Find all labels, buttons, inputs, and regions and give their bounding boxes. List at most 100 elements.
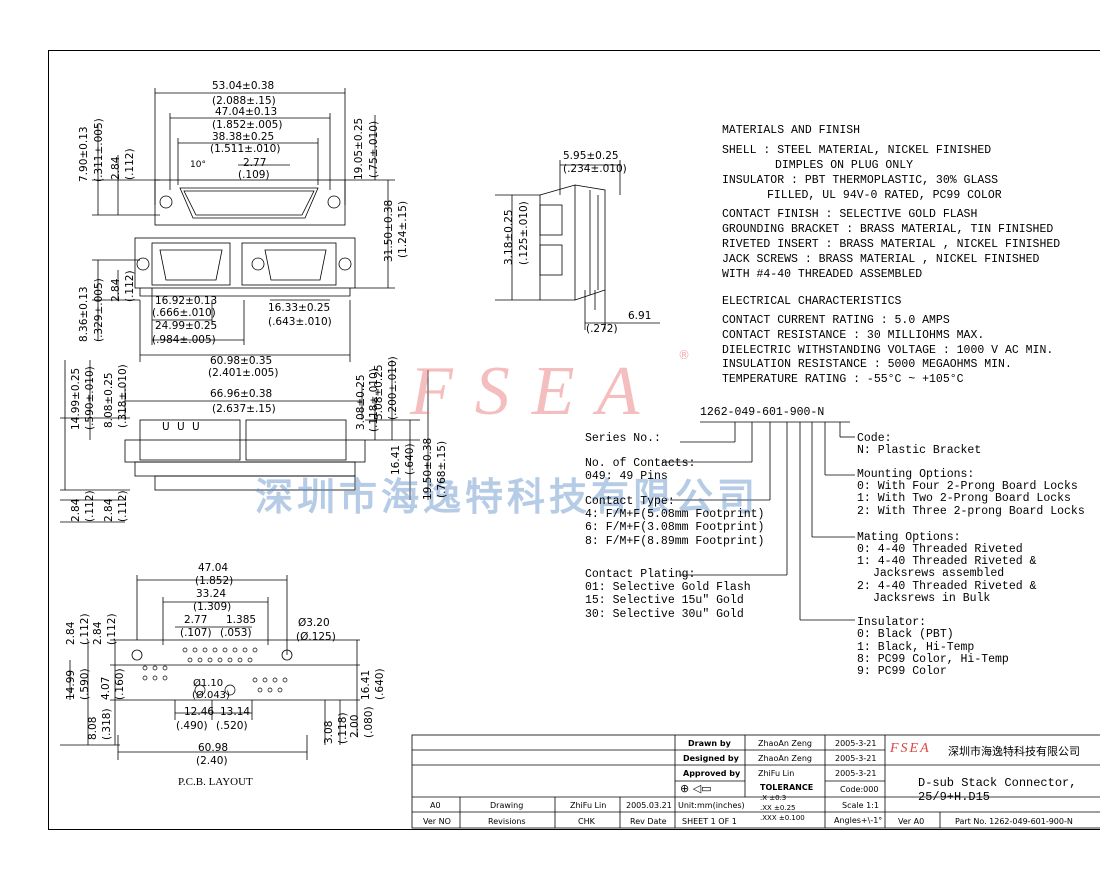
- dim-bottom-d1-in: (2.637±.15): [212, 403, 276, 415]
- tb-ver: Ver A0: [898, 817, 925, 826]
- dim-pcb-v5: 8.08: [87, 716, 99, 740]
- dim-front-v6-in: (.112): [124, 270, 136, 302]
- dim-bottom-v6-in: (.768±.15): [436, 440, 448, 498]
- watermark-registered-mark: ®: [678, 348, 690, 362]
- dim-bottom-v1-in: (.590±.010): [84, 366, 96, 430]
- tb-approved-date: 2005-3-21: [835, 769, 877, 778]
- part-code-contacts-option: 049: 49 Pins: [585, 470, 668, 483]
- dim-bottom-v8: 2.84: [103, 498, 115, 522]
- materials-line: FILLED, UL 94V-0 RATED, PC99 COLOR: [767, 189, 1002, 202]
- dim-side-d1-in: (.234±.010): [563, 163, 627, 175]
- dim-side-d2-in: (.272): [586, 323, 618, 335]
- tb-drawn-name: ZhaoAn Zeng: [758, 739, 812, 748]
- dim-pcb-d2-in: (1.309): [193, 601, 232, 613]
- part-code-mating-option: 1: 4-40 Threaded Riveted &: [857, 555, 1037, 568]
- dim-bottom-v7-in: (.112): [84, 490, 96, 522]
- tb-designed-date: 2005-3-21: [835, 754, 877, 763]
- tb-tol-3: .XXX ±0.100: [760, 814, 805, 822]
- dim-front-v2-in: (.112): [124, 148, 136, 180]
- dim-front-d2: 47.04±0.13: [215, 106, 278, 118]
- watermark-logo: FSEA: [410, 353, 662, 430]
- dim-front-d6: 24.99±0.25: [155, 320, 218, 332]
- tb-revisions: Revisions: [488, 817, 526, 826]
- tb-sheet: SHEET 1 OF 1: [682, 817, 737, 826]
- tb-ver-no: Ver NO: [423, 817, 451, 826]
- dim-bottom-v1: 14.99±0.25: [70, 367, 82, 430]
- part-code-insulator-option: 0: Black (PBT): [857, 628, 954, 641]
- part-code-leaders: [662, 421, 855, 621]
- dim-side-d1: 5.95±0.25: [563, 150, 619, 162]
- tb-tol-1: .X ±0.3: [760, 794, 787, 802]
- dim-front-d5-in: (.666±.010): [152, 307, 216, 319]
- dim-bottom-v4: 5.08±0.25: [373, 364, 385, 420]
- materials-heading: MATERIALS AND FINISH: [722, 124, 861, 137]
- tb-approved-label: Approved by: [683, 769, 741, 778]
- dim-pcb-v8: 2.00: [349, 714, 361, 738]
- pcb-layout-view: [60, 575, 360, 760]
- electrical-line: CONTACT RESISTANCE : 30 MILLIOHMS MAX.: [722, 329, 985, 342]
- dim-pcb-d6-in: (.520): [216, 720, 248, 732]
- dim-side-v1: 3.18±0.25: [503, 209, 515, 265]
- dim-front-v5: 8.36±0.13: [78, 286, 90, 342]
- dim-pcb-d1-in: (1.852): [195, 575, 234, 587]
- dim-pcb-hole: Ø3.20: [298, 617, 330, 629]
- dim-pcb-d1: 47.04: [198, 562, 229, 574]
- dim-front-d3-in: (1.511±.010): [210, 143, 281, 155]
- dim-pcb-d2: 33.24: [196, 588, 227, 600]
- dim-bottom-v8-in: (.112): [117, 490, 129, 522]
- dim-front-d3: 38.38±0.25: [212, 131, 275, 143]
- part-code-plating-option: 30: Selective 30u" Gold: [585, 608, 744, 621]
- dim-front-d6-in: (.984±.005): [152, 334, 216, 346]
- dim-pcb-v3: 14.99: [65, 669, 77, 700]
- electrical-line: INSULATION RESISTANCE : 5000 MEGAOHMS MI…: [722, 358, 1012, 371]
- dim-front-v4-in: (1.24±.15): [397, 200, 409, 258]
- tb-company: 深圳市海逸特科技有限公司: [948, 745, 1080, 758]
- part-code-plating-option: 15: Selective 15u" Gold: [585, 594, 744, 607]
- tb-logo: FSEA: [890, 741, 931, 756]
- dim-pcb-d5-in: (.490): [176, 720, 208, 732]
- dim-front-d1: 53.04±0.38: [212, 80, 275, 92]
- dim-pcb-v4-in: (.160): [114, 668, 126, 700]
- tb-units: Unit:mm(inches): [678, 801, 745, 810]
- part-code-mating-option: Jacksrews in Bulk: [873, 592, 991, 605]
- dim-front-d7-in: (.643±.010): [268, 316, 332, 328]
- part-code-number: 1262-049-601-900-N: [700, 406, 825, 419]
- drawing-sheet: [48, 50, 1100, 830]
- tb-code: Code:000: [840, 785, 879, 794]
- tb-rev-date-label: Rev Date: [630, 817, 667, 826]
- part-code-type-option: 8: F/M+F(8.89mm Footprint): [585, 535, 765, 548]
- dim-front-d1-in: (2.088±.15): [212, 95, 276, 107]
- dim-pcb-d4: 1.385: [226, 614, 257, 626]
- dim-pcb-d4-in: (.053): [220, 627, 252, 639]
- dim-front-v2: 2.84: [110, 156, 122, 180]
- tb-chk: CHK: [578, 817, 595, 826]
- tb-scale: Scale 1:1: [842, 801, 879, 810]
- tb-rev-chk-name: ZhiFu Lin: [570, 801, 607, 810]
- materials-line: DIMPLES ON PLUG ONLY: [775, 159, 914, 172]
- front-view: [92, 88, 395, 362]
- dim-pcb-v4: 4.07: [100, 676, 112, 700]
- dim-bottom-v2-in: (.318±.010): [117, 364, 129, 428]
- dim-pcb-d7: 60.98: [198, 742, 229, 754]
- tb-title-1: D-sub Stack Connector,: [918, 776, 1077, 790]
- dim-side-v1-in: (.125±.010): [518, 201, 530, 265]
- bottom-view-letters: U U U: [162, 421, 202, 433]
- part-code-mating-option: 0: 4-40 Threaded Riveted: [857, 543, 1023, 556]
- dim-pcb-d3-in: (.107): [180, 627, 212, 639]
- part-code-mating-option: Jacksrews assembled: [873, 567, 1005, 580]
- dim-pcb-v1-in: (.112): [79, 613, 91, 645]
- part-code-insulator-option: 9: PC99 Color: [857, 665, 947, 678]
- dim-bottom-v4-in: (.200±.010): [387, 356, 399, 420]
- part-code-mounting-title: Mounting Options:: [857, 468, 975, 481]
- dim-front-v4: 31.50±0.38: [383, 199, 395, 262]
- tb-drawn-date: 2005-3-21: [835, 739, 877, 748]
- dim-pcb-v5-in: (.318): [101, 708, 113, 740]
- dim-front-d2-in: (1.852±.005): [212, 119, 283, 131]
- materials-line: CONTACT FINISH : SELECTIVE GOLD FLASH: [722, 208, 978, 221]
- dim-pcb-hole2: Ø1.10: [193, 678, 224, 689]
- dim-pcb-v1: 2.84: [65, 621, 77, 645]
- dim-pcb-d7-in: (2.40): [196, 755, 228, 767]
- dim-front-v6: 2.84: [110, 278, 122, 302]
- dim-pcb-v6: 16.41: [360, 669, 372, 700]
